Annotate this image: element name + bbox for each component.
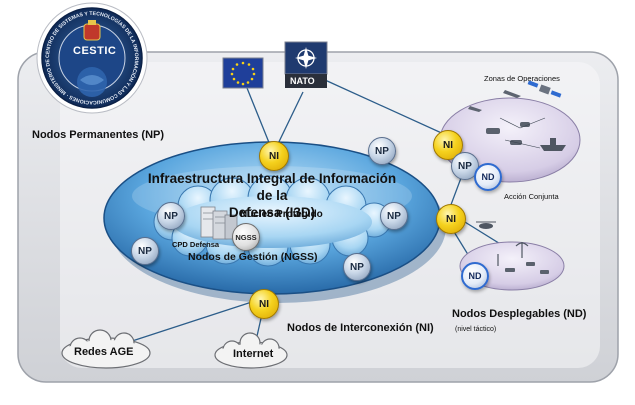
ni-node-zone: NI: [433, 130, 463, 160]
ni-node-bottom: NI: [249, 289, 279, 319]
aircraft-icon: [468, 90, 521, 112]
np-node-bottom-right: NP: [343, 253, 371, 281]
nd-node-deploy: ND: [461, 262, 489, 290]
antenna-icon: [497, 242, 529, 266]
nodos-desplegables-label: Nodos Desplegables (ND): [452, 308, 587, 320]
nato-flag-icon: [284, 41, 328, 88]
nd-node-zone: ND: [474, 163, 502, 191]
emblem-ring-text: CENTRO DE SISTEMAS Y TECNOLOGÍAS DE LA I…: [37, 3, 139, 105]
nivel-tactico-label: (nivel táctico): [455, 326, 497, 333]
eu-flag-icon: [222, 57, 264, 89]
cestic-emblem-icon: [36, 2, 148, 114]
ni-node-top: NI: [259, 141, 289, 171]
helicopter-icon: [476, 221, 496, 229]
satellite-icon: [527, 80, 562, 98]
ground-units-icon: [505, 262, 549, 274]
nodos-gestion-label: Nodos de Gestión (NGSS): [188, 251, 318, 263]
ship-icon: [540, 138, 566, 151]
internet-cloud: [214, 332, 288, 369]
ngss-node: NGSS: [232, 223, 260, 251]
link-ni-redes: [119, 299, 259, 346]
nodos-permanentes-label: Nodos Permanentes (NP): [32, 129, 165, 141]
internet-label: Internet: [233, 348, 274, 360]
ni-node-right: NI: [436, 204, 466, 234]
server-icon: [200, 206, 238, 240]
nato-label: NATO: [290, 76, 315, 86]
link-nato-zone: [324, 79, 447, 136]
link-eu-ni: [246, 87, 273, 151]
i3d-title-line2: Defensa (I3D): [228, 205, 316, 220]
link-nato-ni: [274, 91, 304, 151]
redes-age-cloud: [61, 329, 151, 369]
nodos-interconexion-label: Nodos de Interconexión (NI): [287, 322, 434, 334]
i3d-title: Infraestructura Integral de Información …: [140, 170, 404, 221]
i3d-title-line1: Infraestructura Integral de Información …: [147, 171, 397, 203]
np-node-core-left: NP: [157, 202, 185, 230]
nucleo-protegido-label: Núcleo Protegido: [240, 209, 323, 220]
zonas-operaciones-label: Zonas de Operaciones: [484, 74, 560, 83]
cpd-defensa-label: CPD Defensa: [172, 240, 220, 249]
emblem-acronym: CESTIC: [73, 45, 117, 57]
np-node-core-right: NP: [380, 202, 408, 230]
np-node-upper-right: NP: [368, 137, 396, 165]
accion-conjunta-label: Acción Conjunta: [504, 192, 559, 201]
redes-age-label: Redes AGE: [74, 346, 134, 358]
np-node-left: NP: [131, 237, 159, 265]
